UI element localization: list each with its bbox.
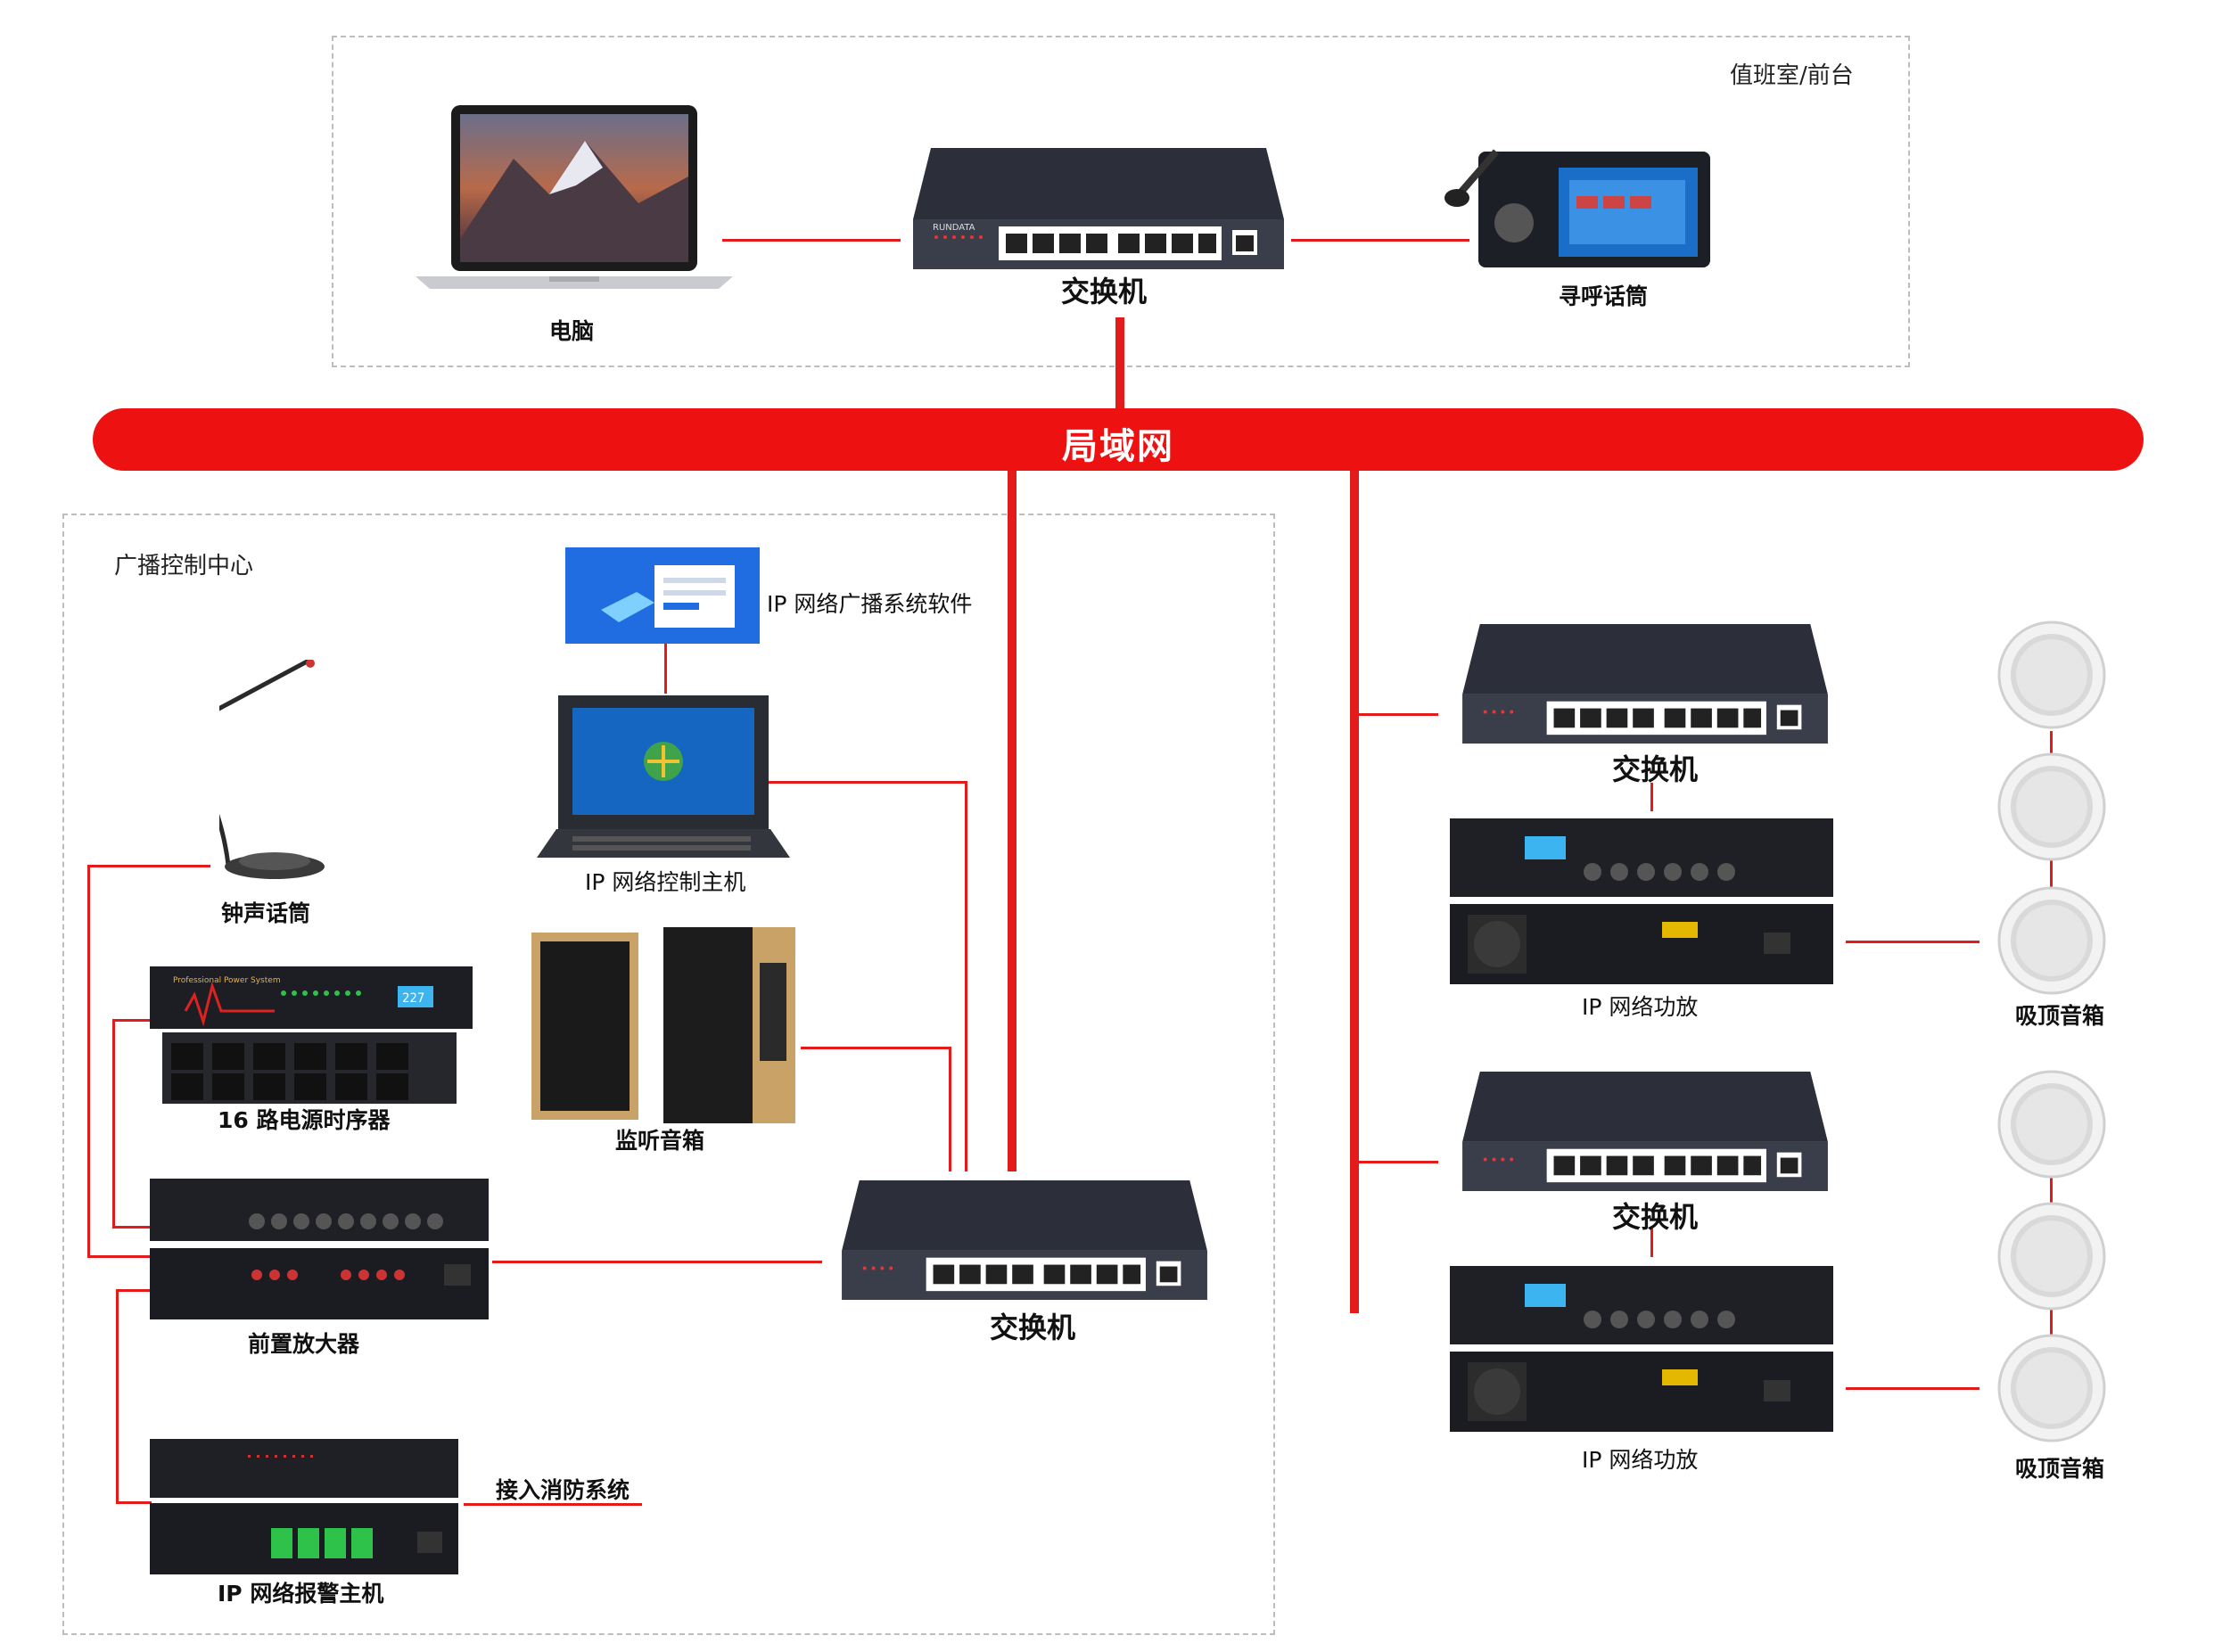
link-seq-bracket-h [112,1019,152,1022]
switch-right-2-label: 交换机 [1612,1200,1699,1234]
control-center-label: 广播控制中心 [114,553,254,579]
ip-alarm-host [150,1439,458,1574]
link-trunk-switch-1 [1354,713,1438,716]
link-switch2-amp2 [1650,1229,1653,1257]
link-speakers-switch-h [801,1047,951,1049]
control-center-region [62,514,1275,1635]
switch-brand-text: RUNDATA [933,223,975,233]
paging-mic-label: 寻呼话筒 [1559,284,1649,309]
link-amp1-ceiling [1846,941,1979,943]
switch-center [842,1180,1207,1300]
duty-room-label: 值班室/前台 [1730,62,1854,89]
alarm-host-label: IP 网络报警主机 [218,1581,384,1607]
link-monitor-software [664,644,667,694]
switch-right-1-label: 交换机 [1612,752,1699,786]
link-speakers-switch-v [949,1047,951,1171]
link-alarm-bracket-h [116,1289,152,1292]
computer-label: 电脑 [549,318,595,344]
monitor-speakers [531,927,795,1123]
link-amp2-ceiling [1846,1387,1979,1390]
link-host-switch-v [965,781,967,1171]
link-ceiling-chain-2b [2050,1303,2053,1337]
switch-right-1 [1462,624,1828,744]
preamplifier [150,1179,489,1321]
amp-right-2-label: IP 网络功放 [1582,1447,1699,1473]
ceiling-speaker-2b [1997,1202,2106,1311]
power-sequencer: 227 Professional Power System [150,966,473,1104]
link-alarm-bracket-b [116,1501,152,1504]
link-trunk-switch-2 [1354,1161,1438,1163]
link-lan-right-trunk [1350,471,1359,1313]
ip-control-host [537,695,790,865]
lan-bar: 局域网 [93,408,2144,471]
link-ceiling-chain-1a [2050,731,2053,754]
link-ceiling-chain-2a [2050,1175,2053,1205]
link-switch-paging [1291,239,1469,242]
ceiling-speaker-1a [1997,621,2106,729]
link-preamp-switch [492,1261,822,1263]
link-ceiling-chain-1b [2050,858,2053,888]
sequencer-panel-text: Professional Power System [173,976,281,985]
amp-right-1-label: IP 网络功放 [1582,994,1699,1020]
ceiling-1-label: 吸顶音箱 [2015,1003,2105,1029]
ceiling-2-label: 吸顶音箱 [2015,1456,2105,1482]
ip-software-label: IP 网络广播系统软件 [767,591,973,617]
switch-right-2 [1462,1072,1828,1191]
laptop-computer [416,105,733,307]
ip-amplifier-2 [1450,1266,1833,1432]
ip-control-host-label: IP 网络控制主机 [585,869,746,895]
link-switch1-amp1 [1650,783,1653,811]
link-lan-center-switch [1008,471,1016,1171]
switch-top-label: 交换机 [1061,275,1148,308]
link-host-switch-h [767,781,967,784]
preamp-label: 前置放大器 [248,1331,360,1357]
fire-system-label: 接入消防系统 [496,1477,630,1503]
link-seq-bracket-b [112,1226,152,1229]
link-switch-top-lan [1115,317,1124,408]
software-screen [565,547,760,644]
sequencer-display-text: 227 [402,991,424,1006]
chime-mic-label: 钟声话筒 [221,900,311,926]
power-sequencer-label: 16 路电源时序器 [218,1107,391,1133]
switch-top: RUNDATA [913,148,1284,269]
ceiling-speaker-2a [1997,1070,2106,1179]
link-mic-bracket-h [87,865,210,867]
ip-amplifier-1 [1450,818,1833,984]
link-laptop-switch [722,239,901,242]
link-mic-bracket-v [87,865,90,1257]
link-alarm-bracket-v [116,1289,119,1503]
lan-label: 局域网 [1062,426,1174,467]
switch-center-label: 交换机 [990,1311,1076,1344]
chime-microphone [219,660,330,883]
monitor-speakers-label: 监听音箱 [615,1128,705,1154]
paging-microphone [1443,134,1710,269]
ceiling-speaker-1b [1997,752,2106,861]
link-alarm-fire [464,1503,642,1506]
link-seq-bracket-v [112,1019,115,1228]
ceiling-speaker-1c [1997,886,2106,995]
ceiling-speaker-2c [1997,1334,2106,1442]
link-mic-bracket-b [87,1255,152,1258]
